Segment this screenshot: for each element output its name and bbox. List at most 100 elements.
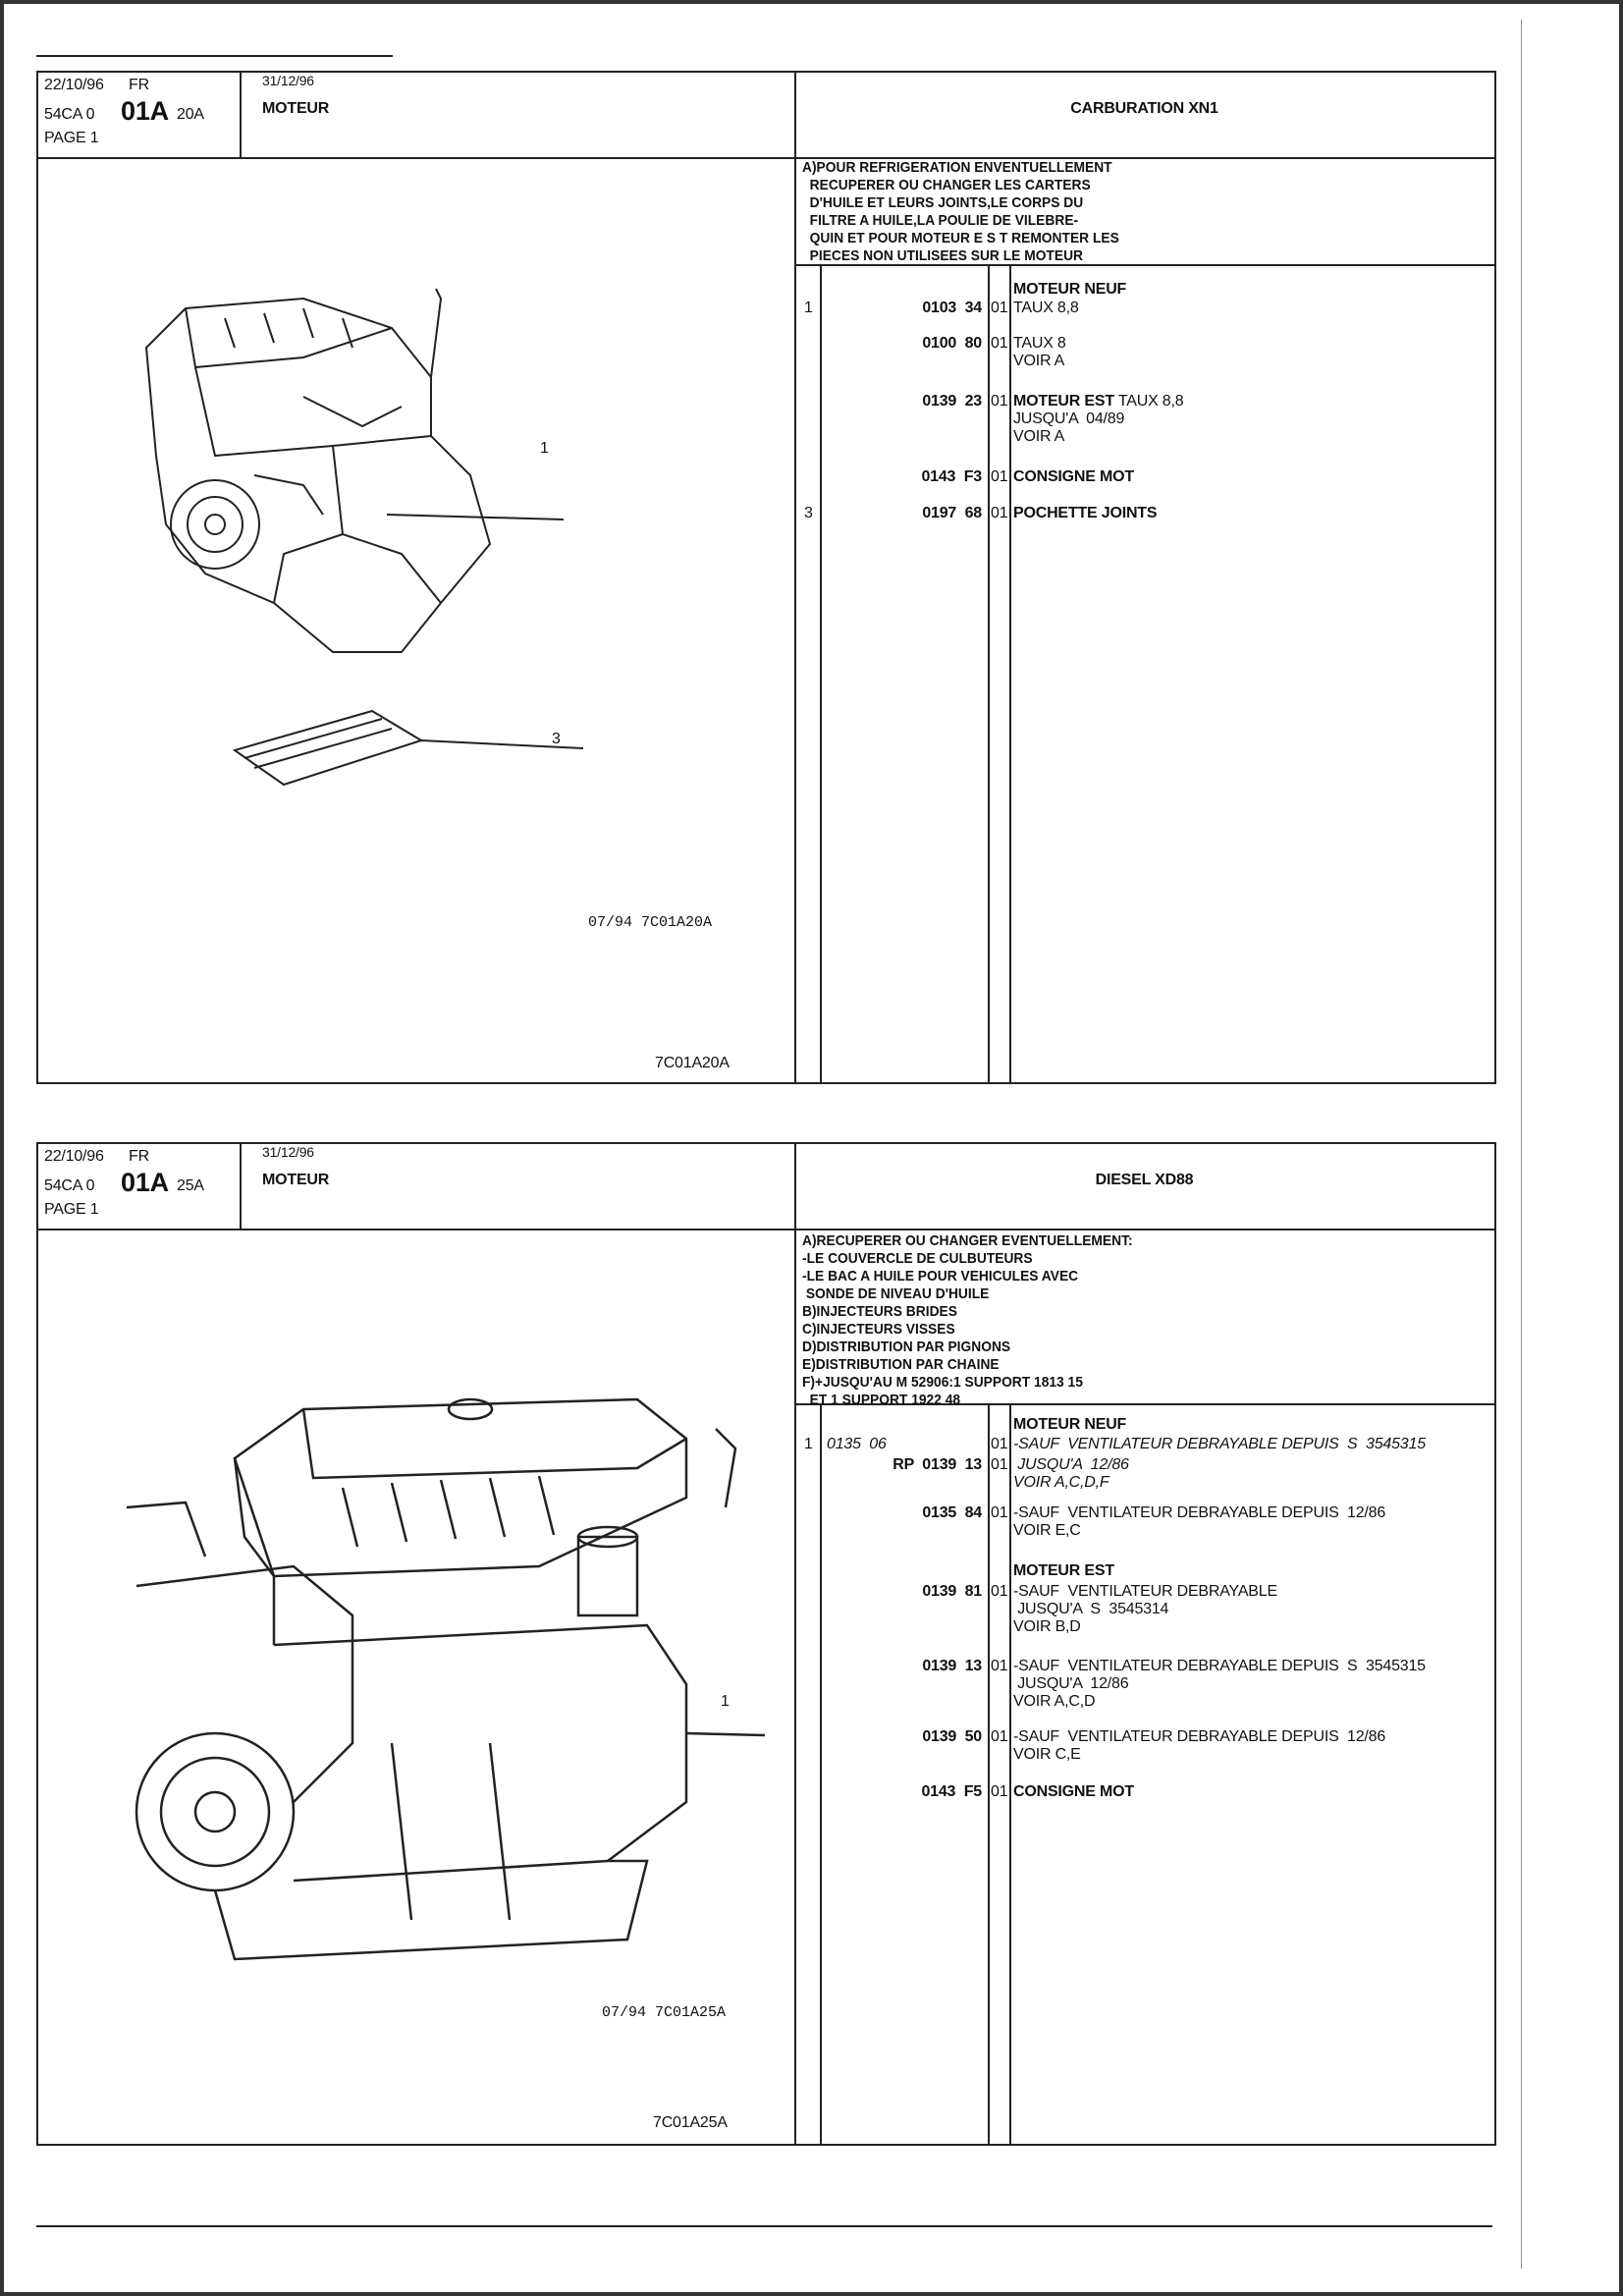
note-line: D)DISTRIBUTION PAR PIGNONS	[802, 1339, 1011, 1355]
description-line: -SAUF VENTILATEUR DEBRAYABLE DEPUIS 12/8…	[1013, 1504, 1386, 1521]
description-line: -SAUF VENTILATEUR DEBRAYABLE DEPUIS S 35…	[1013, 1658, 1426, 1674]
language: FR	[129, 1148, 149, 1165]
part-number: 0143 F3	[921, 468, 982, 485]
description-line: -SAUF VENTILATEUR DEBRAYABLE DEPUIS 12/8…	[1013, 1728, 1386, 1745]
note-line: E)DISTRIBUTION PAR CHAINE	[802, 1356, 1000, 1373]
revision-date: 31/12/96	[262, 1144, 314, 1160]
part-number: 0100 80	[922, 335, 982, 352]
section-title: MOTEUR	[262, 1172, 330, 1188]
notes-divider	[794, 264, 1494, 266]
header-divider	[38, 1229, 1494, 1230]
description-line: MOTEUR NEUF	[1013, 1416, 1127, 1433]
revision-date: 31/12/96	[262, 73, 314, 88]
description-line: -SAUF VENTILATEUR DEBRAYABLE	[1013, 1583, 1277, 1600]
header-col-divider	[240, 1144, 242, 1229]
quantity: 01	[991, 1783, 1008, 1800]
ref-number: 1	[804, 300, 813, 316]
part-number: 0197 68	[922, 505, 982, 521]
note-line: A)POUR REFRIGERATION ENVENTUELLEMENT	[802, 159, 1112, 176]
description-line: VOIR A,C,D,F	[1013, 1474, 1109, 1491]
header-divider	[38, 157, 1494, 159]
bottom-rule	[36, 2225, 1492, 2227]
code-prefix: 54CA 0	[44, 106, 95, 123]
callout-3: 3	[552, 731, 561, 747]
note-line: RECUPERER OU CHANGER LES CARTERS	[802, 177, 1091, 193]
description-line: MOTEUR NEUF	[1013, 281, 1127, 298]
note-line: ET 1 SUPPORT 1922 48	[802, 1392, 961, 1408]
quantity: 01	[991, 505, 1008, 521]
parts-panel-diesel: 22/10/96 FR 54CA 0 01A 25A PAGE 1 31/12/…	[36, 1142, 1496, 2146]
description-line: JUSQU'A S 3545314	[1013, 1601, 1169, 1617]
ref-col-divider	[820, 1403, 822, 2144]
description-line: -SAUF VENTILATEUR DEBRAYABLE DEPUIS S 35…	[1013, 1436, 1426, 1452]
quantity: 01	[991, 1583, 1008, 1600]
note-line: FILTRE A HUILE,LA POULIE DE VILEBRE-	[802, 212, 1079, 229]
right-margin-rule	[1521, 20, 1522, 2269]
code-suffix: 20A	[177, 106, 204, 123]
part-number-alt: 0135 06	[827, 1436, 887, 1452]
code-prefix: 54CA 0	[44, 1177, 95, 1194]
description-line: TAUX 8	[1013, 335, 1066, 352]
issue-date: 22/10/96	[44, 77, 104, 93]
ref-number: 3	[804, 505, 813, 521]
figure-id: 7C01A25A	[653, 2114, 728, 2131]
note-line: F)+JUSQU'AU M 52906:1 SUPPORT 1813 15	[802, 1374, 1083, 1391]
code-main: 01A	[121, 1168, 169, 1197]
engine-drawing-xn1	[144, 288, 584, 787]
quantity: 01	[991, 1658, 1008, 1674]
note-line: -LE COUVERCLE DE CULBUTEURS	[802, 1250, 1033, 1267]
quantity: 01	[991, 393, 1008, 410]
quantity: 01	[991, 1728, 1008, 1745]
language: FR	[129, 77, 149, 93]
engine-drawing-xd88	[126, 1397, 765, 1961]
ref-number: 1	[804, 1436, 813, 1452]
description-line: TAUX 8,8	[1013, 300, 1079, 316]
quantity: 01	[991, 1504, 1008, 1521]
quantity: 01	[991, 300, 1008, 316]
main-col-divider	[794, 1144, 796, 2144]
section-title: MOTEUR	[262, 100, 330, 117]
description-line: MOTEUR EST TAUX 8,8	[1013, 393, 1184, 410]
note-line: SONDE DE NIVEAU D'HUILE	[802, 1285, 990, 1302]
quantity: 01	[991, 335, 1008, 352]
notes-divider	[794, 1403, 1494, 1405]
note-line: C)INJECTEURS VISSES	[802, 1321, 955, 1338]
description-line: JUSQU'A 04/89	[1013, 410, 1125, 427]
part-col-divider	[988, 264, 990, 1082]
panel-title: DIESEL XD88	[1095, 1172, 1194, 1188]
page-number: PAGE 1	[44, 130, 99, 146]
top-rule	[36, 55, 393, 57]
header-col-divider	[240, 73, 242, 157]
description-line: VOIR B,D	[1013, 1618, 1081, 1635]
figure-caption: 07/94 7C01A25A	[602, 2004, 727, 2021]
note-line: B)INJECTEURS BRIDES	[802, 1303, 957, 1320]
part-number: 0139 50	[922, 1728, 982, 1745]
description-line: VOIR A,C,D	[1013, 1693, 1096, 1710]
part-number: 0139 81	[922, 1583, 982, 1600]
description-line: JUSQU'A 12/86	[1013, 1456, 1129, 1473]
description-line: VOIR C,E	[1013, 1746, 1081, 1763]
issue-date: 22/10/96	[44, 1148, 104, 1165]
note-line: A)RECUPERER OU CHANGER EVENTUELLEMENT:	[802, 1232, 1133, 1249]
quantity: 01	[991, 1456, 1008, 1473]
description-line: MOTEUR EST	[1013, 1562, 1114, 1579]
code-suffix: 25A	[177, 1177, 204, 1194]
note-line: PIECES NON UTILISEES SUR LE MOTEUR	[802, 247, 1084, 264]
note-line: D'HUILE ET LEURS JOINTS,LE CORPS DU	[802, 194, 1084, 211]
part-number: 0143 F5	[921, 1783, 982, 1800]
part-col-divider	[988, 1403, 990, 2144]
part-number: RP 0139 13	[893, 1456, 982, 1473]
qty-col-divider	[1009, 264, 1011, 1082]
description-line: VOIR E,C	[1013, 1522, 1081, 1539]
figure-caption: 07/94 7C01A20A	[588, 914, 713, 931]
description-line: CONSIGNE MOT	[1013, 468, 1134, 485]
note-line: -LE BAC A HUILE POUR VEHICULES AVEC	[802, 1268, 1079, 1285]
note-line: QUIN ET POUR MOTEUR E S T REMONTER LES	[802, 230, 1119, 246]
panel-title: CARBURATION XN1	[1070, 100, 1218, 117]
qty-col-divider	[1009, 1403, 1011, 2144]
description-line: JUSQU'A 12/86	[1013, 1675, 1129, 1692]
ref-col-divider	[820, 264, 822, 1082]
description-suffix: TAUX 8,8	[1113, 393, 1184, 410]
part-number: 0139 23	[922, 393, 982, 410]
part-number: 0139 13	[922, 1658, 982, 1674]
